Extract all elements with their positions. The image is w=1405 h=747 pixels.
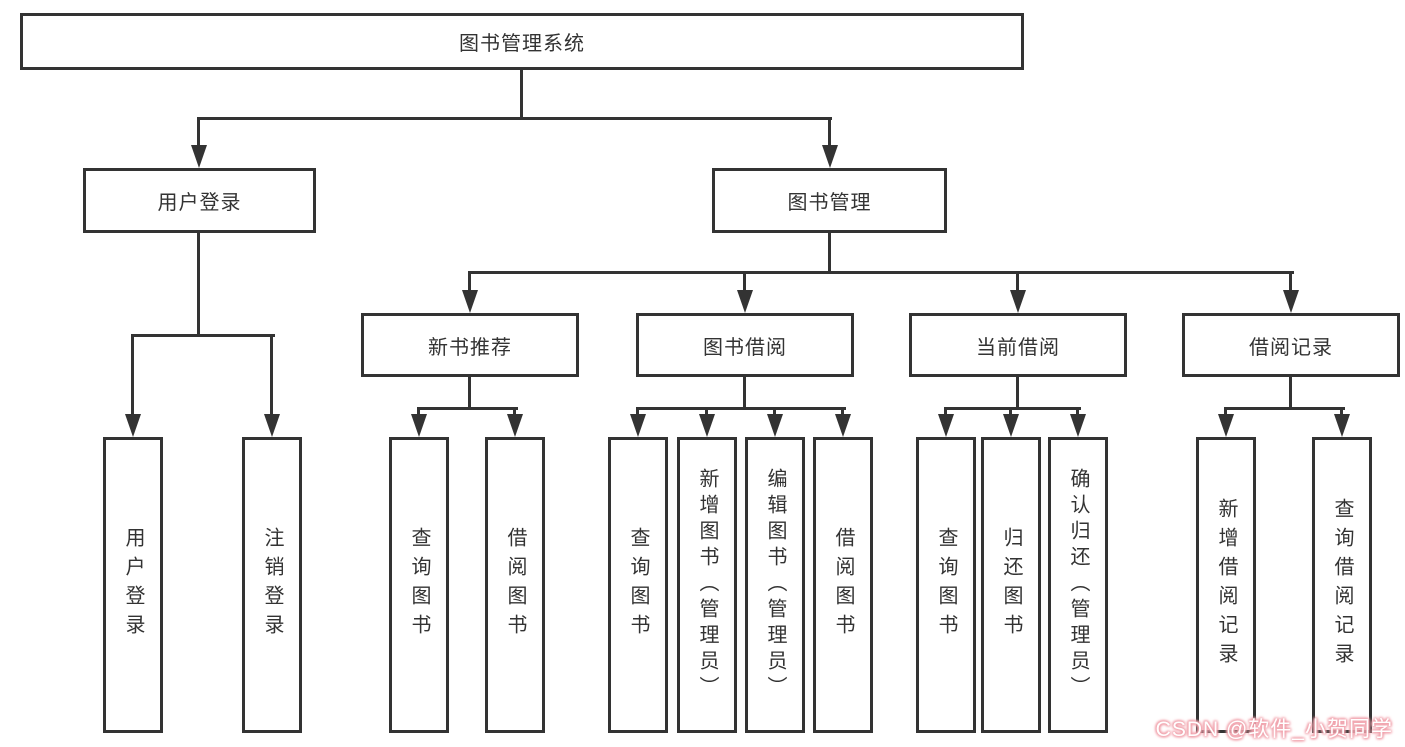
- connector-user-login-stem: [197, 233, 200, 335]
- connector-drop-borrow-records: [1289, 271, 1292, 296]
- node-label: 用户登录: [157, 192, 242, 214]
- leaf-query-books-current: 查询图书: [916, 437, 976, 733]
- leaf-query-books-borrowing: 查询图书: [608, 437, 668, 733]
- connector-drop-leaf-logout: [270, 334, 273, 424]
- leaf-confirm-return-admin: 确认归还（管理员）: [1048, 437, 1108, 733]
- leaf-label: 确认归还（管理员）: [1067, 468, 1089, 702]
- arrowhead-book-borrow: [737, 290, 753, 313]
- node-borrowing-records: 借阅记录: [1182, 313, 1400, 377]
- arrowhead: [767, 414, 783, 437]
- leaf-query-borrow-record: 查询借阅记录: [1312, 437, 1372, 733]
- connector-user-login-bar: [131, 334, 275, 337]
- leaf-label: 新增图书（管理员）: [696, 468, 718, 702]
- leaf-edit-books-admin: 编辑图书（管理员）: [745, 437, 805, 733]
- node-library-management-system: 图书管理系统: [20, 13, 1024, 70]
- connector-current-borrow-bar: [944, 407, 1081, 410]
- arrowhead: [1070, 414, 1086, 437]
- connector-borrow-records-bar: [1224, 407, 1345, 410]
- node-new-book-recommendation: 新书推荐: [361, 313, 579, 377]
- connector-book-borrow-stem: [743, 377, 746, 408]
- arrowhead: [1003, 414, 1019, 437]
- node-label: 图书借阅: [703, 336, 787, 359]
- node-book-borrowing: 图书借阅: [636, 313, 854, 377]
- arrowhead-current-borrow: [1010, 290, 1026, 313]
- node-label: 新书推荐: [428, 336, 512, 359]
- leaf-add-borrow-record: 新增借阅记录: [1196, 437, 1256, 733]
- connector-new-book-bar: [417, 407, 518, 410]
- leaf-add-books-admin: 新增图书（管理员）: [677, 437, 737, 733]
- connector-level2-bar: [468, 271, 1294, 274]
- node-label: 借阅记录: [1249, 336, 1333, 359]
- connector-drop-book-borrow: [743, 271, 746, 296]
- connector-drop-user-login: [197, 117, 200, 155]
- connector-book-borrow-bar: [636, 407, 846, 410]
- connector-drop-book-management: [828, 117, 831, 155]
- leaf-user-login: 用户登录: [103, 437, 163, 733]
- node-label: 当前借阅: [976, 336, 1060, 359]
- csdn-watermark: CSDN @软件_小贺同学: [1155, 718, 1393, 741]
- connector-borrow-records-stem: [1289, 377, 1292, 408]
- leaf-borrow-books: 借阅图书: [813, 437, 873, 733]
- arrowhead: [699, 414, 715, 437]
- arrowhead-new-book: [462, 290, 478, 313]
- leaf-label: 查询图书: [935, 527, 957, 643]
- leaf-label: 查询图书: [627, 527, 649, 643]
- arrowhead-borrow-records: [1283, 290, 1299, 313]
- connector-drop-current-borrow: [1016, 271, 1019, 296]
- arrowhead: [630, 414, 646, 437]
- leaf-label: 借阅图书: [504, 527, 526, 643]
- connector-current-borrow-stem: [1016, 377, 1019, 408]
- leaf-label: 新增借阅记录: [1215, 498, 1237, 672]
- connector-root-stem: [520, 70, 523, 118]
- arrowhead: [938, 414, 954, 437]
- arrowhead: [1218, 414, 1234, 437]
- leaf-label: 注销登录: [261, 527, 283, 643]
- leaf-return-books: 归还图书: [981, 437, 1041, 733]
- connector-drop-leaf-user-login: [131, 334, 134, 424]
- leaf-label: 查询图书: [408, 527, 430, 643]
- arrowhead-user-login: [191, 145, 207, 168]
- node-label: 图书管理系统: [459, 33, 585, 55]
- connector-book-management-stem: [828, 233, 831, 272]
- node-label: 图书管理: [787, 192, 872, 214]
- connector-level1-bar: [197, 117, 832, 120]
- leaf-label: 编辑图书（管理员）: [764, 468, 786, 702]
- node-current-borrowing: 当前借阅: [909, 313, 1127, 377]
- node-user-login: 用户登录: [83, 168, 316, 233]
- connector-drop-new-book: [468, 271, 471, 296]
- leaf-label: 借阅图书: [832, 527, 854, 643]
- leaf-label: 查询借阅记录: [1331, 498, 1353, 672]
- arrowhead-leaf-user-login: [125, 414, 141, 437]
- leaf-borrow-books-recommend: 借阅图书: [485, 437, 545, 733]
- connector-new-book-stem: [468, 377, 471, 408]
- leaf-query-books-recommend: 查询图书: [389, 437, 449, 733]
- arrowhead-leaf-logout: [264, 414, 280, 437]
- arrowhead: [507, 414, 523, 437]
- leaf-label: 用户登录: [122, 527, 144, 643]
- arrowhead-book-management: [822, 145, 838, 168]
- arrowhead: [1334, 414, 1350, 437]
- arrowhead: [411, 414, 427, 437]
- arrowhead: [835, 414, 851, 437]
- leaf-logout: 注销登录: [242, 437, 302, 733]
- leaf-label: 归还图书: [1000, 527, 1022, 643]
- node-book-management: 图书管理: [712, 168, 947, 233]
